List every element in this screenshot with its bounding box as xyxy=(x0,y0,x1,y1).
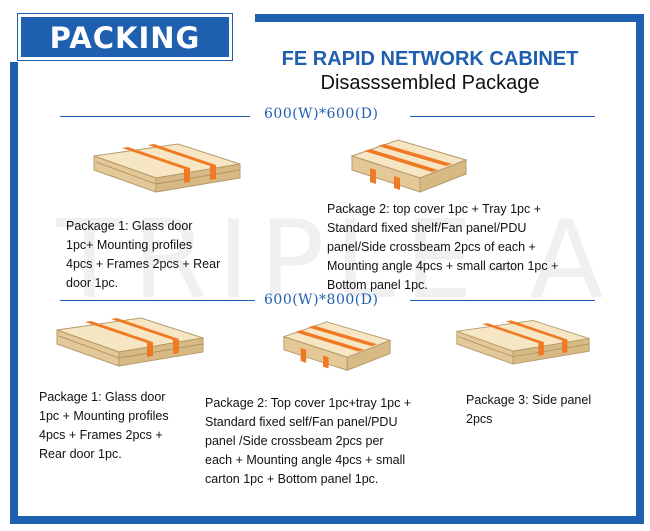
frame-bottom-bar xyxy=(10,516,644,524)
package-description: Package 2: top cover 1pc + Tray 1pc + St… xyxy=(327,202,559,292)
badge-label: PACKING xyxy=(49,21,201,55)
flat-box-wide-icon xyxy=(282,318,392,376)
package-description: Package 2: Top cover 1pc+tray 1pc + Stan… xyxy=(205,396,412,486)
package-description: Package 1: Glass door 1pc+ Mounting prof… xyxy=(66,219,221,290)
flat-box-long-icon xyxy=(92,142,242,198)
frame-right-bar xyxy=(636,14,644,524)
flat-box-long-icon xyxy=(455,318,591,370)
flat-box-long-icon xyxy=(55,316,205,372)
flat-box-wide-icon xyxy=(350,138,468,196)
packing-badge: PACKING xyxy=(17,13,233,61)
package-description: Package 1: Glass door 1pc + Mounting pro… xyxy=(39,390,169,461)
dimension-rule-left xyxy=(60,116,250,117)
frame-left-bar xyxy=(10,62,18,524)
dimension-rule-right xyxy=(410,116,595,117)
dimension-label-600x800: 600(W)*800(D) xyxy=(264,292,379,308)
page-title: FE RAPID NETWORK CABINET xyxy=(281,48,579,70)
dimension-label-600x600: 600(W)*600(D) xyxy=(264,106,379,122)
package-description: Package 3: Side panel 2pcs xyxy=(466,393,592,426)
dimension-rule-left xyxy=(60,300,255,301)
dimension-rule-right xyxy=(410,300,595,301)
frame-top-bar xyxy=(255,14,644,22)
page-subtitle: Disasssembled Package xyxy=(320,72,540,94)
